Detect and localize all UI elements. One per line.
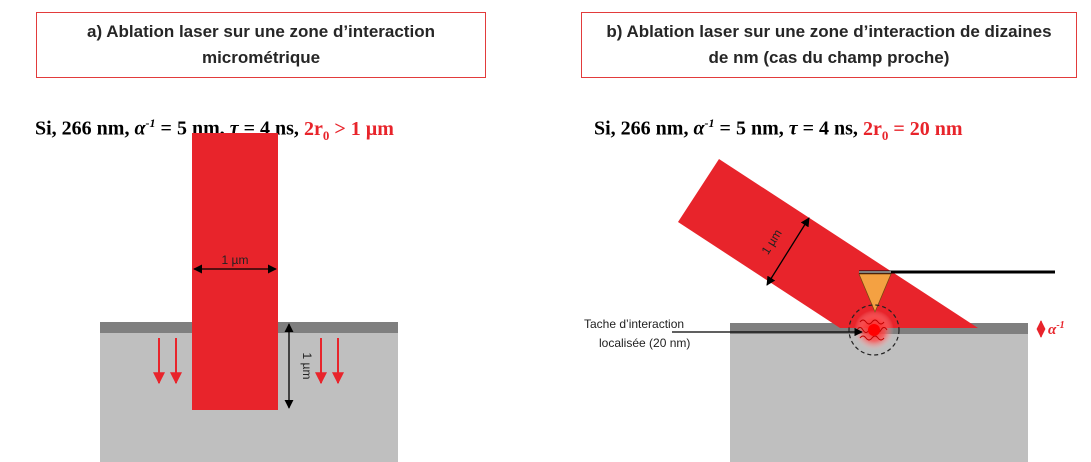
spot-size: 2r0 = 20 nm xyxy=(862,117,963,143)
alpha-value: = 5 nm, xyxy=(719,117,784,140)
material-label: Si, 266 nm, xyxy=(594,117,689,140)
tau-value: = 4 ns, xyxy=(802,117,858,140)
alpha-symbol: α xyxy=(134,117,146,140)
spot-label-line2: localisée (20 nm) xyxy=(599,336,690,350)
spot-label-line1: Tache d’interaction xyxy=(584,317,684,331)
panel-a-parameters: Si, 266 nm, α-1 = 5 nm, τ = 4 ns, 2r0 > … xyxy=(35,116,394,144)
spot-subscript: 0 xyxy=(881,127,889,143)
alpha-exponent: -1 xyxy=(704,116,715,130)
beam-width-label: 1 µm xyxy=(222,253,249,267)
spot-size: 2r0 > 1 µm xyxy=(303,117,394,143)
tau-symbol: τ xyxy=(788,117,798,140)
spot-prefix: 2r xyxy=(862,117,882,140)
panel-a-title: a) Ablation laser sur une zone d’interac… xyxy=(36,12,486,78)
panel-b-title: b) Ablation laser sur une zone d’interac… xyxy=(581,12,1077,78)
spot-value: > 1 µm xyxy=(334,117,394,140)
heat-wave xyxy=(859,319,885,325)
panel-a-drawing: 1 µm 1 µm xyxy=(100,133,398,462)
absorption-label: α-1 xyxy=(1048,320,1065,338)
beam-width-arrow xyxy=(766,217,810,286)
panel-b-parameters: Si, 266 nm, α-1 = 5 nm, τ = 4 ns, 2r0 = … xyxy=(594,116,963,144)
oblique-laser-beam xyxy=(678,159,978,328)
laser-beam xyxy=(192,133,278,410)
spot-subscript: 0 xyxy=(322,127,330,143)
heat-arrows-right xyxy=(315,338,344,385)
spot-prefix: 2r xyxy=(303,117,323,140)
alpha-exponent: -1 xyxy=(145,116,156,130)
alpha-symbol: α xyxy=(693,117,705,140)
interaction-spot xyxy=(848,304,900,356)
panel-b-drawing: 1 µm Tache d’interaction localisée (20 n… xyxy=(584,159,1065,462)
interaction-circle xyxy=(848,304,900,356)
spot-value: = 20 nm xyxy=(893,117,963,140)
depth-label: 1 µm xyxy=(300,353,314,380)
heat-wave xyxy=(859,335,885,341)
hot-core xyxy=(868,324,880,336)
afm-tip xyxy=(858,270,1055,314)
tau-symbol: τ xyxy=(229,117,239,140)
heat-arrows-left xyxy=(153,338,182,385)
material-label: Si, 266 nm, xyxy=(35,117,130,140)
tip-cone xyxy=(858,273,892,314)
